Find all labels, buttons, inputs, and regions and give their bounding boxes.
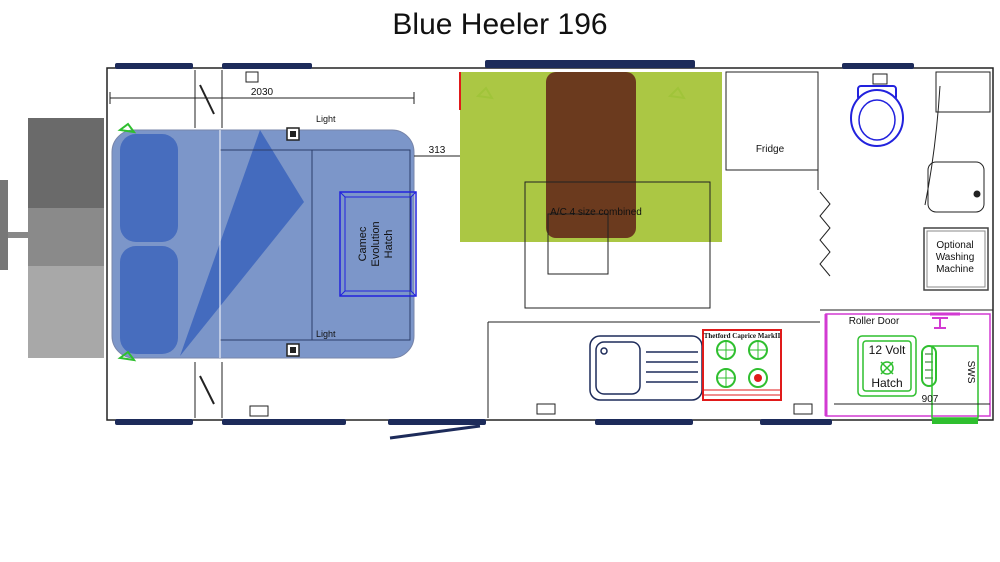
light-top-label: Light bbox=[316, 114, 336, 124]
dimension-bathroom-label: 907 bbox=[922, 394, 939, 405]
bed bbox=[111, 129, 415, 359]
toilet-icon bbox=[850, 85, 904, 147]
washer-label-1: Optional bbox=[936, 240, 973, 251]
dimension-bed bbox=[109, 92, 415, 104]
wardrobes bbox=[194, 70, 223, 418]
hot-water-service bbox=[931, 345, 979, 424]
shower bbox=[924, 71, 991, 213]
power-outlet-icons bbox=[245, 71, 888, 417]
washer-label-2: Washing bbox=[936, 252, 975, 263]
drawbar bbox=[0, 118, 104, 358]
wall-markers bbox=[115, 60, 914, 425]
ac-label: A/C 4 size combined bbox=[550, 207, 642, 218]
partition bbox=[817, 72, 831, 277]
vent-icon bbox=[921, 345, 937, 387]
fan-hatch-label-2: Hatch bbox=[871, 376, 902, 390]
fan-hatch bbox=[857, 335, 917, 397]
light-bottom-icon bbox=[286, 343, 300, 357]
sink bbox=[589, 335, 703, 401]
entry-door bbox=[389, 424, 481, 440]
hatch-label-1: Camec bbox=[357, 226, 369, 261]
hatch-label-2: Evolution bbox=[370, 221, 382, 266]
fan-hatch-label-1: 12 Volt bbox=[869, 343, 906, 357]
dimension-aisle-label: 313 bbox=[429, 145, 446, 156]
air-conditioner bbox=[524, 181, 711, 309]
light-top-icon bbox=[286, 127, 300, 141]
bathroom bbox=[824, 312, 991, 417]
fridge bbox=[725, 71, 819, 171]
light-bottom-label: Light bbox=[316, 329, 336, 339]
plan-title: Blue Heeler 196 bbox=[392, 8, 608, 41]
roof-hatch bbox=[339, 191, 417, 297]
washer-label-3: Machine bbox=[936, 264, 974, 275]
cooktop-label: Thetford Caprice MarkII bbox=[704, 332, 781, 340]
dimension-bed-label: 2030 bbox=[251, 87, 274, 98]
cooktop bbox=[702, 329, 782, 401]
hatch-label-3: Hatch bbox=[383, 230, 395, 259]
fridge-label: Fridge bbox=[756, 144, 785, 155]
roller-door-label: Roller Door bbox=[849, 316, 900, 327]
washing-machine bbox=[923, 227, 989, 291]
hot-water-label: SWS bbox=[965, 361, 976, 384]
